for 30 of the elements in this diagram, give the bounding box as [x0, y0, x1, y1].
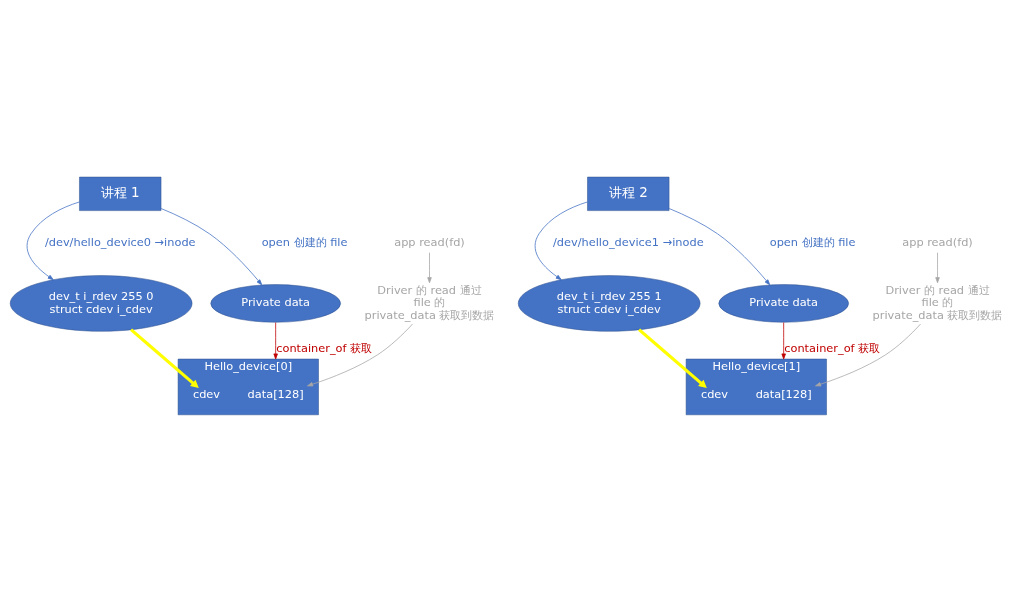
- node-box: 讲程 1: [79, 176, 162, 211]
- arrow: [815, 323, 921, 386]
- arrow: [668, 207, 771, 285]
- edge-label: container_of 获取: [784, 340, 881, 355]
- node-text: cdev: [192, 386, 221, 401]
- node-text: data[128]: [755, 386, 812, 401]
- node-box: 讲程 2: [587, 176, 670, 211]
- node-label: open 创建的 file: [769, 234, 856, 249]
- node-text: Driver 的 read 通过 file 的 private_data 获取到数据: [872, 282, 1003, 322]
- arrow: [534, 201, 588, 280]
- arrow: [781, 321, 786, 359]
- arrow: [935, 251, 940, 283]
- node-text: data[128]: [247, 386, 304, 401]
- node-ellipse: Private data: [718, 283, 849, 323]
- edge-label: container_of 获取: [276, 340, 373, 355]
- node-text: Driver 的 read 通过 file 的 private_data 获取到数据: [364, 282, 495, 322]
- node-text: cdev: [700, 386, 729, 401]
- arrow: [638, 328, 707, 388]
- node-text: app read(fd): [394, 234, 465, 249]
- arrow: [273, 321, 278, 359]
- node-label: /dev/hello_device1 →inode: [552, 234, 704, 249]
- arrow: [427, 251, 432, 283]
- node-ellipse: Private data: [210, 283, 341, 323]
- node-label: /dev/hello_device0 →inode: [44, 234, 196, 249]
- node-text: app read(fd): [902, 234, 973, 249]
- arrow: [160, 207, 263, 285]
- arrow: [307, 323, 413, 386]
- node-label: open 创建的 file: [261, 234, 348, 249]
- arrow: [26, 201, 80, 280]
- arrow: [130, 328, 199, 388]
